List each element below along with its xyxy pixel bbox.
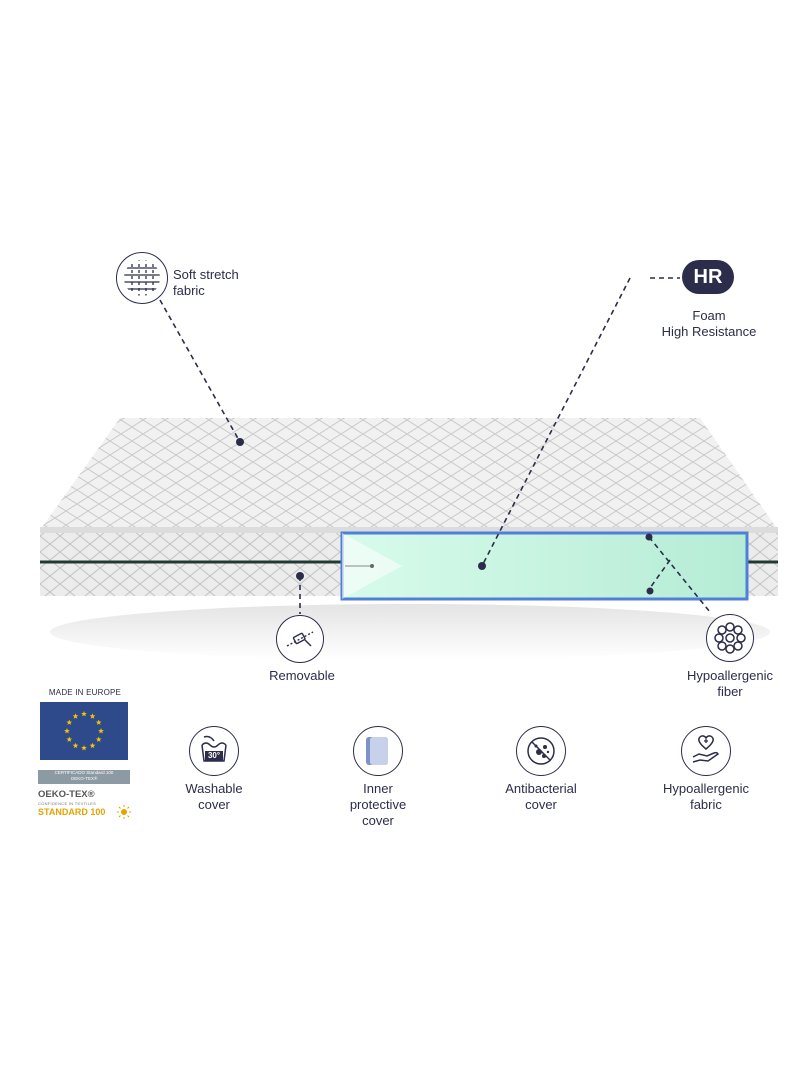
- eu-star-icon: [72, 713, 79, 719]
- hand-heart-icon: [681, 726, 731, 776]
- standard-100-label: STANDARD 100: [38, 807, 106, 817]
- certificate-strip: CERTIFICADO Standard 100 OEKO-TEX®: [38, 770, 130, 784]
- antibacterial-icon: [516, 726, 566, 776]
- oeko-tex-tagline: CONFIDENCE IN TEXTILES: [38, 801, 97, 806]
- inner-cover-icon: [353, 726, 403, 776]
- oeko-tex-title: OEKO-TEX®: [38, 789, 95, 800]
- mattress-top: [40, 418, 778, 530]
- eu-star-icon: [72, 742, 79, 749]
- eu-star-icon: [64, 728, 70, 734]
- cert-line-1: CERTIFICADO Standard 100: [54, 770, 114, 775]
- hypo-fabric-label: Hypoallergenic fabric: [663, 781, 749, 812]
- soft-stretch-label: Soft stretch fabric: [173, 267, 239, 298]
- eu-star-icon: [89, 713, 96, 719]
- made-in-europe-label: MADE IN EUROPE: [48, 688, 122, 697]
- washable-cover-label: Washable cover: [185, 781, 243, 812]
- inner-cover-label: Inner protective cover: [349, 781, 407, 828]
- washing-30-icon: 30°: [189, 726, 239, 776]
- eu-star-icon: [81, 745, 87, 751]
- hypo-fiber-label: Hypoallergenic fiber: [687, 668, 773, 699]
- cert-line-2: OEKO-TEX®: [70, 776, 98, 781]
- fiber-icon: [706, 614, 754, 662]
- fabric-weave-icon: [116, 252, 168, 304]
- eu-star-icon: [95, 736, 102, 742]
- zipper-icon: [276, 615, 324, 663]
- eu-star-icon: [98, 728, 104, 734]
- removable-label: Removable: [269, 668, 335, 683]
- wash-temp-badge: 30°: [207, 751, 221, 760]
- eu-flag-icon: [40, 702, 128, 760]
- eu-star-icon: [95, 719, 102, 725]
- hr-badge: HR: [682, 260, 734, 294]
- eu-star-icon: [81, 711, 87, 717]
- eu-star-icon: [66, 719, 73, 725]
- eu-star-icon: [66, 736, 73, 742]
- antibacterial-label: Antibacterial cover: [505, 781, 577, 812]
- oeko-sun-icon: [117, 805, 131, 819]
- eu-star-icon: [89, 742, 96, 749]
- mattress-shadow: [50, 604, 770, 660]
- hr-caption: Foam High Resistance: [661, 308, 757, 339]
